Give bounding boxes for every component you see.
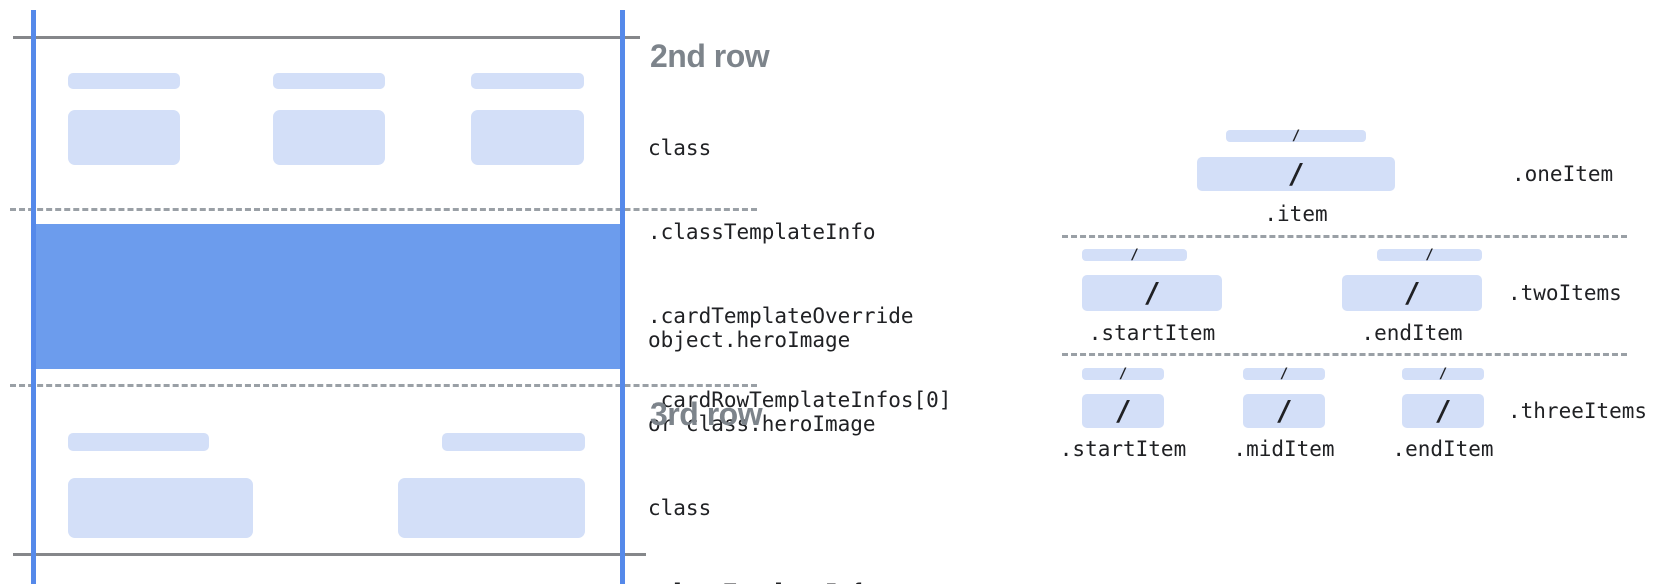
path-line: .classTemplateInfo bbox=[648, 220, 876, 244]
item-body-box: / bbox=[1197, 157, 1395, 191]
field-value-placeholder bbox=[398, 478, 585, 538]
item-title-bar: / bbox=[1377, 247, 1482, 263]
row3-path: class .classTemplateInfo .cardTemplateOv… bbox=[648, 438, 951, 584]
path-line: .classTemplateInfo bbox=[648, 578, 951, 584]
row-name-label: .twoItems bbox=[1508, 281, 1622, 305]
slash-glyph: / bbox=[1291, 128, 1301, 144]
field-value-placeholder bbox=[471, 110, 584, 165]
item-body-box: / bbox=[1402, 394, 1484, 428]
legend-divider-dashed bbox=[1062, 235, 1627, 238]
slash-glyph: / bbox=[1434, 394, 1452, 427]
slash-glyph: / bbox=[1425, 247, 1434, 263]
hero-image-band bbox=[31, 224, 625, 369]
field-value-placeholder bbox=[68, 110, 180, 165]
item-title-bar: / bbox=[1082, 366, 1164, 382]
field-label-placeholder bbox=[442, 433, 585, 451]
path-line: object.heroImage bbox=[648, 328, 851, 352]
slash-glyph: / bbox=[1275, 394, 1293, 427]
item-placeholder: / / .startItem bbox=[1060, 366, 1186, 461]
row2-path: class .classTemplateInfo .cardTemplateOv… bbox=[648, 78, 951, 470]
card-right-edge-guide bbox=[620, 10, 625, 584]
item-body-box: / bbox=[1082, 394, 1164, 428]
card-bottom-border bbox=[13, 553, 646, 556]
card-top-border bbox=[13, 36, 640, 39]
path-line: .cardRowTemplateInfos[0] bbox=[648, 388, 952, 412]
item-label: .startItem bbox=[1059, 437, 1187, 461]
field-label-placeholder bbox=[68, 433, 209, 451]
item-label: .item bbox=[1264, 202, 1328, 226]
hero-divider-dashed bbox=[10, 384, 757, 387]
item-placeholder: / / .item bbox=[1197, 128, 1395, 226]
slash-glyph: / bbox=[1279, 366, 1289, 382]
field-placeholder bbox=[68, 73, 180, 165]
slash-glyph: / bbox=[1118, 366, 1128, 382]
path-line: class bbox=[648, 496, 712, 520]
item-body-box: / bbox=[1243, 394, 1325, 428]
item-body-box: / bbox=[1082, 275, 1222, 311]
field-label-placeholder bbox=[68, 73, 180, 89]
path-line: class bbox=[648, 136, 712, 160]
item-title-bar: / bbox=[1226, 128, 1366, 144]
legend-divider-dashed bbox=[1062, 353, 1627, 356]
path-line: or class.heroImage bbox=[648, 412, 876, 436]
slash-glyph: / bbox=[1130, 247, 1139, 263]
item-body-box: / bbox=[1342, 275, 1482, 311]
field-placeholder bbox=[471, 73, 584, 165]
item-placeholder: / / .startItem bbox=[1082, 247, 1222, 345]
field-placeholder bbox=[398, 433, 585, 538]
row2-heading: 2nd row bbox=[650, 38, 770, 74]
item-label: .startItem bbox=[1088, 321, 1216, 345]
slash-glyph: / bbox=[1403, 276, 1421, 309]
item-label: .endItem bbox=[1392, 437, 1494, 461]
path-line: .cardTemplateOverride bbox=[648, 304, 914, 328]
item-label: .endItem bbox=[1361, 321, 1463, 345]
item-label: .midItem bbox=[1233, 437, 1335, 461]
item-title-bar: / bbox=[1082, 247, 1187, 263]
field-value-placeholder bbox=[68, 478, 253, 538]
item-placeholder: / / .endItem bbox=[1342, 247, 1482, 345]
card-left-edge-guide bbox=[31, 10, 36, 584]
item-title-bar: / bbox=[1402, 366, 1484, 382]
row2-divider-dashed bbox=[10, 208, 757, 211]
item-placeholder: / / .endItem bbox=[1392, 366, 1493, 461]
slash-glyph: / bbox=[1438, 366, 1448, 382]
slash-glyph: / bbox=[1143, 276, 1161, 309]
slash-glyph: / bbox=[1287, 157, 1305, 190]
item-title-bar: / bbox=[1243, 366, 1325, 382]
item-placeholder: / / .midItem bbox=[1233, 366, 1334, 461]
row3-heading: 3rd row bbox=[650, 396, 763, 432]
field-placeholder bbox=[68, 433, 253, 538]
field-label-placeholder bbox=[273, 73, 385, 89]
row-name-label: .threeItems bbox=[1508, 399, 1648, 423]
field-placeholder bbox=[273, 73, 385, 165]
field-label-placeholder bbox=[471, 73, 584, 89]
row-name-label: .oneItem bbox=[1512, 162, 1614, 186]
hero-path: object.heroImage or class.heroImage bbox=[648, 270, 876, 494]
field-value-placeholder bbox=[273, 110, 385, 165]
slash-glyph: / bbox=[1114, 394, 1132, 427]
